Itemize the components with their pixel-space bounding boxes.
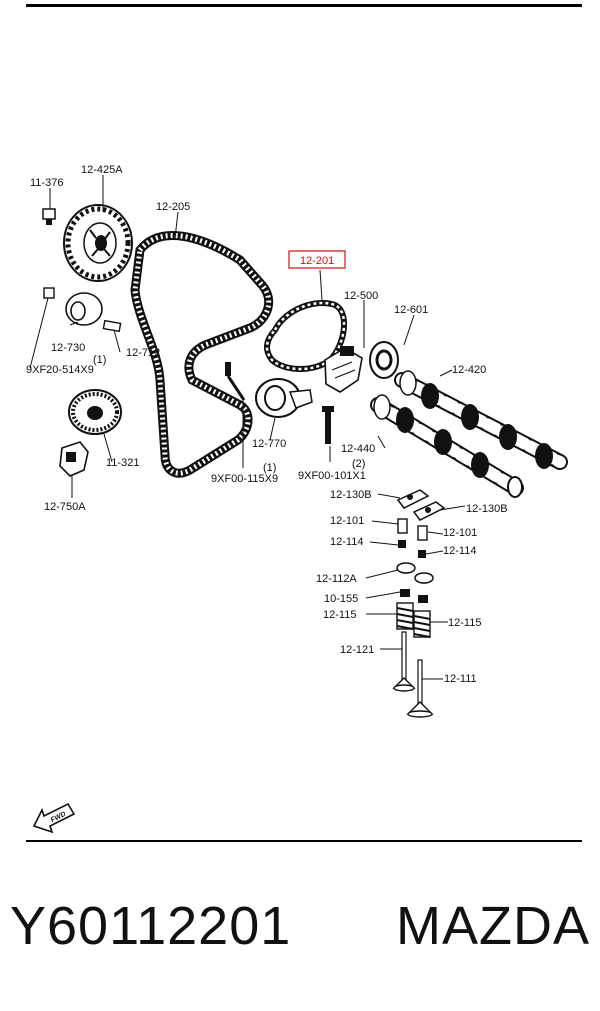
- rocker-arm-icon: [396, 489, 446, 521]
- valve-icon: [392, 631, 416, 692]
- label-10-155: 10-155: [324, 593, 358, 605]
- label-9xf00-115x9: 9XF00-115X9: [211, 473, 278, 485]
- timing-belt-diagram: 11-376 12-425A 12-205 12-201 12-500 12-6…: [26, 164, 568, 834]
- crank-pulley-icon: [68, 389, 122, 435]
- label-12-112a: 12-112A: [316, 573, 357, 585]
- label-12-730: 12-730: [51, 342, 85, 354]
- label-12-601: 12-601: [394, 304, 428, 316]
- camshaft-icon: [370, 394, 524, 498]
- label-qty-2: (2): [352, 458, 365, 470]
- label-12-130b-right: 12-130B: [466, 503, 508, 515]
- label-12-205: 12-205: [156, 201, 190, 213]
- label-11-376: 11-376: [30, 177, 63, 189]
- footer: Y60112201 MAZDA: [10, 895, 590, 975]
- label-12-425a: 12-425A: [81, 164, 123, 176]
- forward-arrow-icon: FWD: [32, 802, 76, 834]
- label-12-101-right: 12-101: [443, 527, 477, 539]
- leader-lines: [29, 175, 466, 680]
- timing-belt-icon: [130, 231, 274, 478]
- camshaft-icon: [394, 370, 568, 470]
- label-12-114-right: 12-114: [443, 545, 476, 557]
- label-12-111: 12-111: [444, 673, 477, 685]
- idler-pulley-icon: [43, 287, 103, 326]
- label-12-201[interactable]: 12-201: [300, 255, 334, 267]
- highlight-box: [288, 250, 346, 269]
- bracket-icon: [59, 441, 89, 477]
- label-12-712: 12-712: [126, 347, 160, 359]
- label-12-440: 12-440: [341, 443, 375, 455]
- valve-keeper-icon: [398, 540, 426, 558]
- label-9xf20-514x9: 9XF20-514X9: [26, 364, 94, 376]
- label-11-321: 11-321: [106, 457, 139, 469]
- label-12-121: 12-121: [340, 644, 374, 656]
- oil-seal-icon: [369, 341, 399, 379]
- spring-retainer-icon: [396, 562, 434, 584]
- label-12-101-left: 12-101: [330, 515, 364, 527]
- label-qty-1b: (1): [263, 462, 276, 474]
- label-12-770: 12-770: [252, 438, 286, 450]
- label-qty-1a: (1): [93, 354, 106, 366]
- brand-name: MAZDA: [396, 896, 590, 956]
- timing-pulley-icon: [63, 204, 133, 282]
- bottom-rule: [26, 840, 582, 842]
- lash-adjuster-icon: [397, 518, 428, 541]
- belt-tensioner-icon: [225, 362, 313, 418]
- pin-icon: [102, 319, 122, 333]
- chain-tensioner-icon: [324, 346, 363, 393]
- part-number: Y60112201: [10, 896, 292, 956]
- valve-spring-icon: [396, 602, 431, 638]
- label-12-114-left: 12-114: [330, 536, 363, 548]
- label-12-420: 12-420: [452, 364, 486, 376]
- valve-seal-icon: [400, 589, 428, 603]
- label-12-115-right: 12-115: [448, 617, 481, 629]
- valve-icon: [406, 659, 434, 718]
- label-12-750a: 12-750A: [44, 501, 86, 513]
- top-rule: [26, 4, 582, 7]
- label-12-130b-left: 12-130B: [330, 489, 372, 501]
- bolt-icon: [42, 208, 56, 225]
- label-12-115-left: 12-115: [323, 609, 356, 621]
- long-bolt-icon: [322, 406, 334, 444]
- label-12-500: 12-500: [344, 290, 378, 302]
- label-9xf00-101x1: 9XF00-101X1: [298, 470, 366, 482]
